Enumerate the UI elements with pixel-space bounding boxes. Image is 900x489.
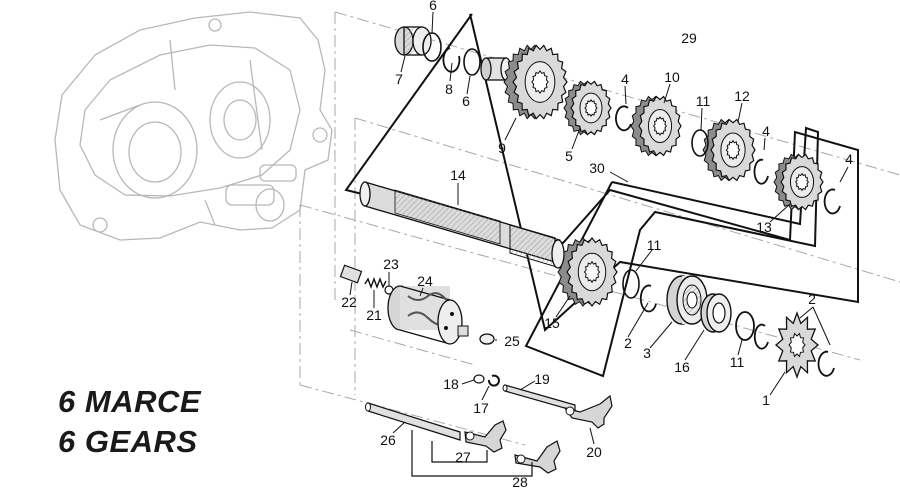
main-shaft-part xyxy=(359,181,565,269)
callout-14: 14 xyxy=(450,167,466,183)
gear-part-10 xyxy=(630,95,682,157)
callout-21: 21 xyxy=(366,307,382,323)
gear-part-9 xyxy=(503,44,568,120)
callout-10: 10 xyxy=(664,69,680,85)
gear-part-5 xyxy=(563,80,612,136)
callout-30: 30 xyxy=(589,160,605,176)
leader-lines xyxy=(299,11,900,446)
shim-part-11a xyxy=(691,129,709,157)
callout-6-top: 6 xyxy=(429,0,437,13)
selector-fork-part-20 xyxy=(563,394,613,429)
callout-26: 26 xyxy=(380,432,396,448)
selector-fork-part-28 xyxy=(514,440,561,474)
callout-8: 8 xyxy=(445,81,453,97)
callout-19: 19 xyxy=(534,371,550,387)
callout-labels: 6 7 8 6 9 5 4 10 11 12 4 29 30 4 13 14 1… xyxy=(341,0,853,489)
callout-2-a: 2 xyxy=(624,335,632,351)
callout-3: 3 xyxy=(643,345,651,361)
oil-seal-part xyxy=(700,293,732,333)
circlip-part-4c xyxy=(823,188,841,215)
callout-11-c: 11 xyxy=(730,354,745,370)
callout-20: 20 xyxy=(586,444,602,460)
callout-4-a: 4 xyxy=(621,71,629,87)
title-line-italian: 6 MARCE xyxy=(58,384,202,419)
callout-22: 22 xyxy=(341,294,357,310)
gears-layer xyxy=(503,44,824,307)
spring-part xyxy=(364,277,387,289)
callout-6-mid: 6 xyxy=(462,93,470,109)
callout-28: 28 xyxy=(512,474,528,489)
callout-4-c: 4 xyxy=(845,151,853,167)
callout-7: 7 xyxy=(395,71,403,87)
gear-part-13 xyxy=(773,153,824,211)
callout-11-a: 11 xyxy=(696,93,711,109)
circlip-part-4b xyxy=(753,158,769,185)
callout-29: 29 xyxy=(681,30,697,46)
callout-18: 18 xyxy=(443,376,459,392)
washer-part-25 xyxy=(479,333,495,345)
callout-16: 16 xyxy=(674,359,690,375)
callout-23: 23 xyxy=(383,256,399,272)
circlip-part-a xyxy=(442,47,461,73)
callout-5: 5 xyxy=(565,148,573,164)
callout-17: 17 xyxy=(473,400,489,416)
callout-25: 25 xyxy=(504,333,520,349)
bearing-part xyxy=(666,275,708,325)
fork-shaft-part-19 xyxy=(502,384,576,412)
circlip-part-2b xyxy=(753,323,769,350)
callout-12: 12 xyxy=(734,88,750,104)
bushing-part xyxy=(480,57,512,81)
circlip-part-17 xyxy=(487,374,500,387)
shim-part-11c xyxy=(735,311,755,341)
pin-part xyxy=(339,264,363,284)
crankcase-ghost xyxy=(54,11,333,241)
selector-fork-part-27 xyxy=(464,420,507,453)
callout-13: 13 xyxy=(756,219,772,235)
callout-24: 24 xyxy=(417,273,433,289)
callout-27: 27 xyxy=(455,449,471,465)
callout-leaders xyxy=(349,11,849,445)
sprocket-bore xyxy=(788,332,806,358)
washer-part-18 xyxy=(473,374,485,384)
circlip-part-2a xyxy=(639,284,657,313)
callout-15: 15 xyxy=(544,315,560,331)
sprocket-part xyxy=(774,311,820,379)
callout-4-b: 4 xyxy=(762,123,770,139)
title-line-english: 6 GEARS xyxy=(58,424,198,459)
group-brackets xyxy=(411,430,533,477)
needle-bearing-part xyxy=(394,26,432,56)
callout-1: 1 xyxy=(762,392,770,408)
callout-9: 9 xyxy=(498,140,506,156)
selector-drum-part xyxy=(387,285,469,345)
fork-shaft-part-26 xyxy=(365,402,461,441)
shim-part-b xyxy=(463,48,481,76)
gear-part-15 xyxy=(557,237,618,307)
circlip-part-2c xyxy=(817,350,835,377)
gear-part-12 xyxy=(702,118,756,182)
callout-2-b: 2 xyxy=(808,291,816,307)
shim-part-11b xyxy=(622,269,640,299)
callout-11-b: 11 xyxy=(647,237,662,253)
circlip-part-4a xyxy=(615,105,632,132)
